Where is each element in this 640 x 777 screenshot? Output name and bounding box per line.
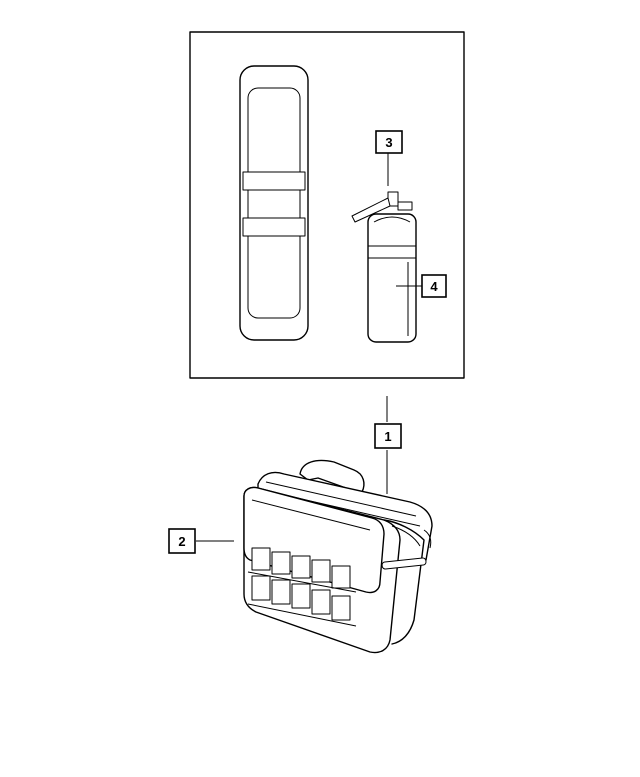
callout-4: 4 — [421, 274, 447, 298]
callout-2: 2 — [168, 528, 196, 554]
inset-frame — [189, 31, 465, 379]
callout-2-label: 2 — [178, 534, 185, 549]
kit-case-pockets — [247, 547, 357, 627]
callout-1-label: 1 — [384, 429, 391, 444]
callout-3: 3 — [375, 130, 403, 154]
fire-extinguisher-illustration — [351, 191, 417, 343]
callout-1: 1 — [374, 423, 402, 449]
kit-case-illustration — [243, 459, 433, 654]
strap-illustration — [239, 65, 309, 341]
callout-3-label: 3 — [385, 135, 392, 150]
callout-4-label: 4 — [430, 279, 438, 294]
